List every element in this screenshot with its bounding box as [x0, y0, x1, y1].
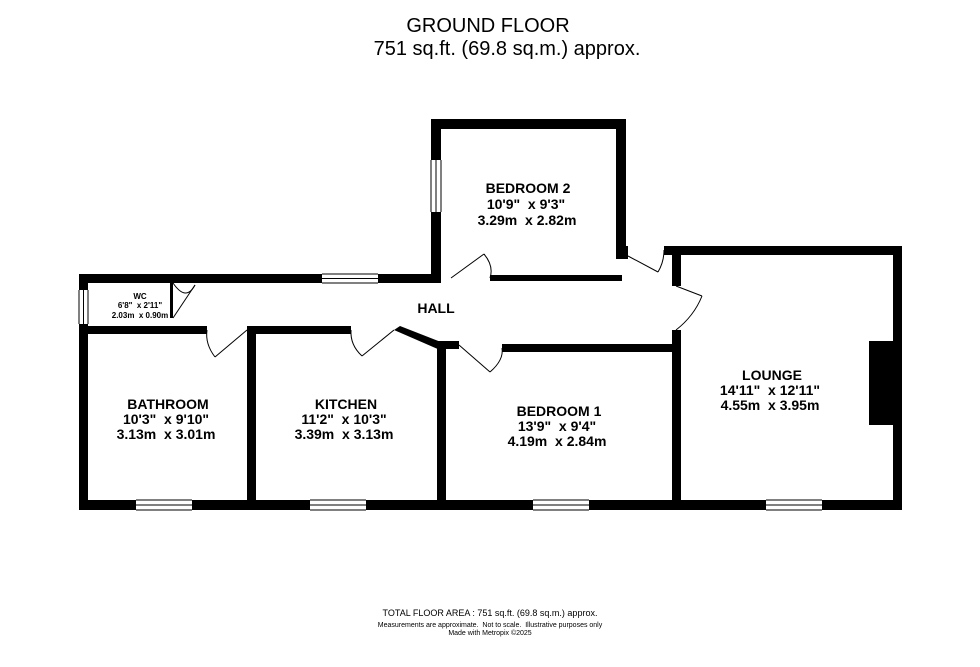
room-imperial: 14'11" x 12'11" — [720, 382, 820, 398]
room-imperial: 10'3" x 9'10" — [123, 411, 209, 427]
wall-kitchen-top-left — [247, 326, 351, 334]
room-wc: WC 6'8" x 2'11" 2.03m x 0.90m — [112, 292, 168, 320]
wall-lounge-top — [664, 246, 902, 255]
room-name: KITCHEN — [315, 396, 377, 412]
room-name: HALL — [417, 300, 455, 316]
room-bedroom1: BEDROOM 1 13'9" x 9'4" 4.19m x 2.84m — [508, 403, 607, 449]
wall-bed2-top — [431, 119, 626, 129]
floor-area: 751 sq.ft. (69.8 sq.m.) approx. — [374, 38, 641, 60]
room-metric: 3.39m x 3.13m — [295, 426, 394, 442]
wall-kitchen-bed1 — [437, 341, 446, 506]
room-name: BEDROOM 2 — [486, 180, 571, 196]
room-name: BATHROOM — [127, 396, 208, 412]
footer-credit: Made with Metropix ©2025 — [448, 629, 531, 637]
room-lounge: LOUNGE 14'11" x 12'11" 4.55m x 3.95m — [720, 367, 820, 413]
room-metric: 2.03m x 0.90m — [112, 311, 168, 320]
doors — [172, 249, 703, 373]
room-imperial: 13'9" x 9'4" — [518, 418, 596, 434]
walls — [79, 119, 902, 510]
room-bedroom2: BEDROOM 2 10'9" x 9'3" 3.29m x 2.82m — [478, 180, 577, 228]
wall-lounge-right — [893, 246, 902, 510]
fireplace — [869, 341, 893, 425]
room-hall: HALL — [417, 300, 455, 316]
wall-wc-bottom — [79, 326, 207, 334]
footer-total-area: TOTAL FLOOR AREA : 751 sq.ft. (69.8 sq.m… — [383, 608, 598, 618]
wall-bed1-top — [502, 344, 678, 352]
door-kitchen-leaf — [361, 329, 395, 357]
wall-wc-right — [170, 283, 173, 318]
wall-jamb-right — [620, 246, 628, 259]
room-imperial: 6'8" x 2'11" — [118, 301, 163, 310]
footer-disclaimer: Measurements are approximate. Not to sca… — [378, 622, 603, 629]
room-imperial: 10'9" x 9'3" — [487, 196, 565, 212]
room-bathroom: BATHROOM 10'3" x 9'10" 3.13m x 3.01m — [117, 396, 216, 442]
wall-bed1-top-left — [437, 341, 459, 349]
wall-lounge-left-upper — [672, 246, 681, 286]
room-name: BEDROOM 1 — [517, 403, 602, 419]
room-metric: 3.13m x 3.01m — [117, 426, 216, 442]
floor-title: GROUND FLOOR — [406, 15, 569, 37]
wall-bed2-bottom — [490, 275, 622, 281]
windows — [78, 160, 822, 511]
wall-left — [79, 274, 88, 510]
room-name: WC — [133, 292, 147, 301]
wall-hall-top — [79, 274, 441, 283]
door-lounge-leaf — [675, 285, 703, 297]
room-imperial: 11'2" x 10'3" — [301, 411, 386, 427]
wall-bath-kitchen — [247, 326, 256, 506]
door-bed2-leaf — [450, 253, 485, 279]
door-hall-right-leaf — [627, 255, 659, 273]
room-metric: 4.55m x 3.95m — [721, 397, 820, 413]
wall-kitchen-top-slant — [394, 326, 446, 350]
wall-lounge-left-lower — [672, 330, 681, 510]
door-bathroom-leaf — [214, 329, 248, 358]
wall-bed2-right — [616, 119, 626, 259]
room-metric: 3.29m x 2.82m — [478, 212, 577, 228]
room-kitchen: KITCHEN 11'2" x 10'3" 3.39m x 3.13m — [295, 396, 394, 442]
wall-bottom — [79, 500, 902, 510]
room-name: LOUNGE — [742, 367, 802, 383]
door-bedroom1-leaf — [458, 344, 491, 373]
room-metric: 4.19m x 2.84m — [508, 433, 607, 449]
